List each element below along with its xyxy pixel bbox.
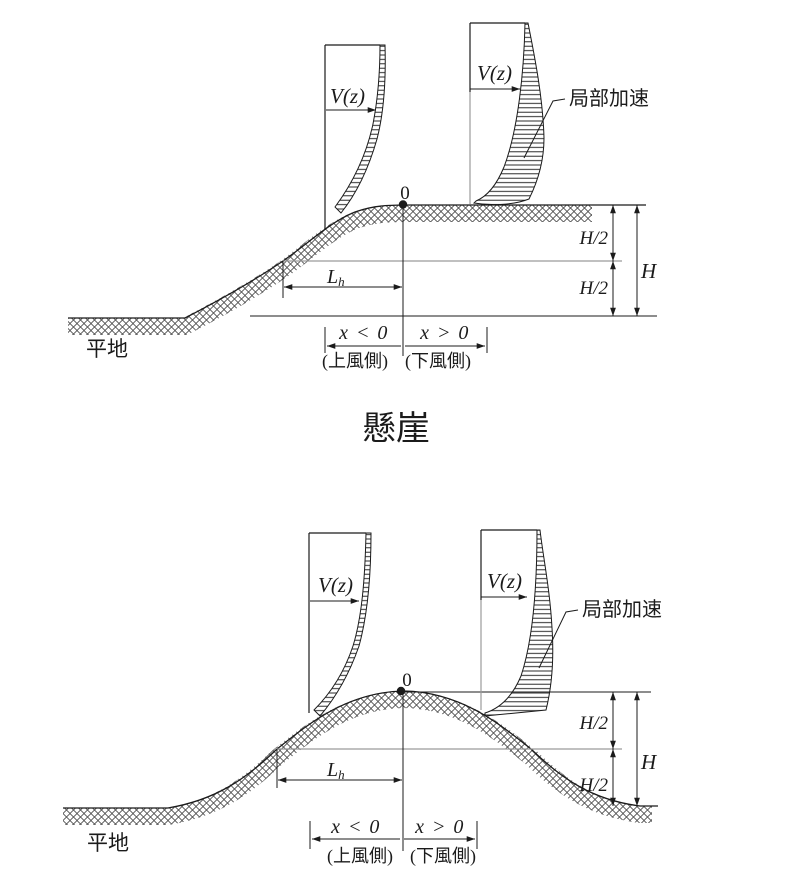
profile-label: V(z) [487,569,522,593]
dim-total-label: H [640,750,658,774]
origin-label: 0 [402,670,412,691]
escarpment-ground-surface [68,204,646,319]
length-dimension: Lh [282,261,402,298]
upwind-label: (上風側) [322,351,388,372]
x-positive-label: x > 0 [419,322,470,344]
origin-label: 0 [400,183,410,204]
origin-point [396,686,406,696]
profile-label: V(z) [330,84,365,108]
flat-ground-label: 平地 [87,831,129,855]
callout-leader-line [523,98,566,159]
figure-hill: V(z) V(z) 局部加速 0 H/2 H/2 [63,529,662,867]
flat-ground-label: 平地 [86,337,128,361]
wind-profile-crest: V(z) [469,22,545,206]
callout-leader-line [538,609,579,669]
x-direction-annotations: x < 0 x > 0 (上風側) (下風側) [309,816,478,867]
local-acceleration-callout: 局部加速 [538,598,662,669]
figure-escarpment: V(z) V(z) 局部加速 0 H/2 H/2 [68,22,658,448]
local-acceleration-label: 局部加速 [569,87,649,110]
dim-lower-half-label: H/2 [579,278,609,299]
origin-point [398,200,408,209]
height-dimensions: H/2 H/2 H [579,205,658,316]
velocity-profile-band [334,44,386,214]
wind-profile-downstream: V(z) [480,529,554,717]
local-acceleration-label: 局部加速 [582,598,662,621]
x-direction-annotations: x < 0 x > 0 (上風側) (下風側) [322,322,488,372]
dim-total-label: H [640,259,658,283]
hill-ground-hatch [63,690,652,825]
length-dimension: Lh [276,749,402,788]
x-negative-label: x < 0 [330,816,381,838]
profile-label: V(z) [477,61,512,85]
origin-marker: 0 [396,670,412,851]
escarpment-ground-hatch [68,205,592,335]
velocity-profile-band [313,532,372,717]
x-positive-label: x > 0 [414,816,465,838]
velocity-profile-band [484,529,554,717]
origin-marker: 0 [398,183,410,356]
x-negative-label: x < 0 [338,322,389,344]
downwind-label: (下風側) [410,846,476,867]
length-dim-label: Lh [326,759,345,782]
local-acceleration-callout: 局部加速 [523,87,649,159]
downwind-label: (下風側) [405,351,471,372]
profile-label: V(z) [318,573,353,597]
velocity-profile-band [472,22,545,206]
wind-profile-upstream: V(z) [308,532,372,717]
height-dimensions: H/2 H/2 H [579,692,658,806]
length-dim-label: Lh [326,266,345,289]
wind-profile-upstream: V(z) [324,44,386,230]
figure-caption: 懸崖 [362,411,430,448]
dim-upper-half-label: H/2 [579,228,609,249]
upwind-label: (上風側) [327,846,393,867]
dim-upper-half-label: H/2 [579,713,609,734]
dim-lower-half-label: H/2 [579,775,609,796]
